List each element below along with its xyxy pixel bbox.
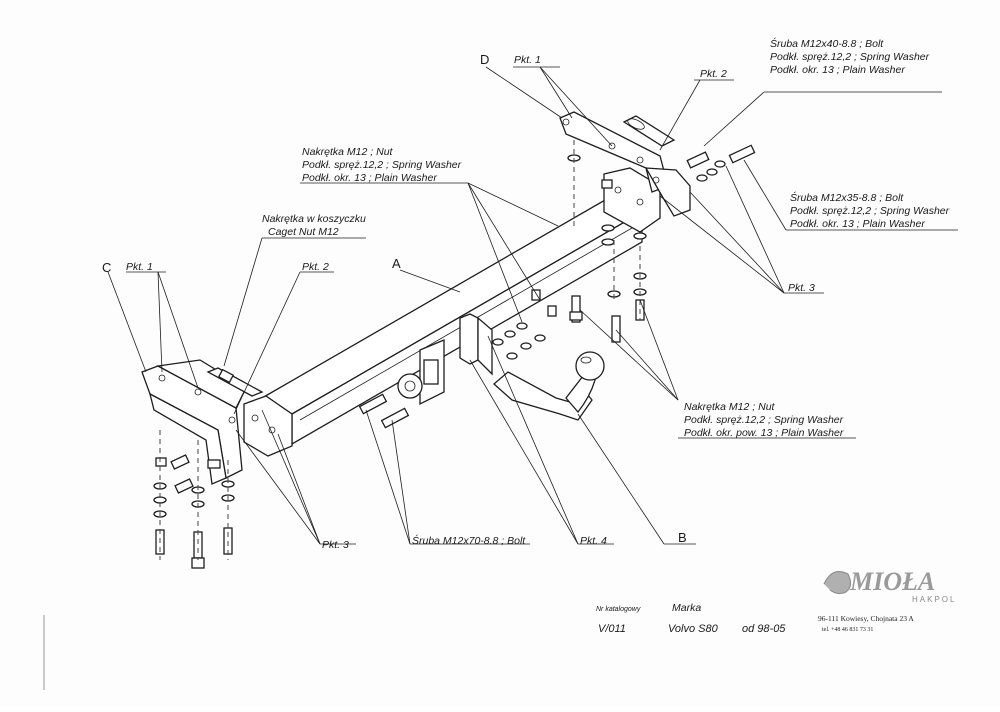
label-d: D <box>480 52 489 67</box>
company-logo: MIOŁA HAKPOL 96-111 Kowiesy, Chojnata 23… <box>818 567 956 633</box>
tow-ball-neck <box>493 351 605 421</box>
callout-line: Podkł. spręż.12,2 ; Spring Washer <box>790 205 950 217</box>
right-end-plate <box>603 167 661 233</box>
callout-line: Podkł. okr. pow. 13 ; Plain Washer <box>684 427 844 439</box>
label-pkt1-left: Pkt. 1 <box>126 261 153 273</box>
brand-value: Volvo S80 <box>668 623 719 635</box>
label-c: C <box>102 260 111 275</box>
callout-line: Podkł. okr. 13 ; Plain Washer <box>302 172 437 184</box>
footer-info: Nr katalogowy V/011 Marka Volvo S80 od 9… <box>596 602 786 635</box>
callout-line: Nakrętka w koszyczku <box>262 213 366 225</box>
company-phone: tel. +48 46 831 73 31 <box>822 627 873 633</box>
label-a: A <box>392 256 401 271</box>
callout-line: Caget Nut M12 <box>268 226 339 238</box>
logo-sub: HAKPOL <box>912 595 956 604</box>
callout-line: Podkł. spręż.12,2 ; Spring Washer <box>302 159 462 171</box>
callout-caged-nut: Nakrętka w koszyczku Caget Nut M12 <box>262 213 366 238</box>
callout-top-right-bolt: Śruba M12x40-8.8 ; Bolt Podkł. spręż.12,… <box>770 37 930 76</box>
caged-nut <box>206 367 264 397</box>
brand-label: Marka <box>672 602 701 614</box>
label-pkt1-top: Pkt. 1 <box>514 54 541 66</box>
catalog-value: V/011 <box>598 623 626 635</box>
callout-line: Śruba M12x35-8.8 ; Bolt <box>790 191 904 204</box>
hook-logo-icon <box>823 571 852 595</box>
callout-line: Śruba M12x40-8.8 ; Bolt <box>770 37 884 50</box>
right-side-arm <box>559 111 691 217</box>
label-pkt3-left: Pkt. 3 <box>322 539 349 551</box>
ball-mount-bracket <box>397 313 493 406</box>
callout-line: Podkł. okr. 13 ; Plain Washer <box>790 218 925 230</box>
date-value: od 98-05 <box>742 623 786 635</box>
label-b: B <box>678 530 687 545</box>
catalog-label: Nr katalogowy <box>596 606 641 613</box>
leader-lines <box>107 66 958 545</box>
label-pkt2-top: Pkt. 2 <box>700 68 727 80</box>
callout-line: Nakrętka M12 ; Nut <box>302 146 394 158</box>
label-pkt3-right: Pkt. 3 <box>788 282 815 294</box>
callout-line: Podkł. spręż.12,2 ; Spring Washer <box>770 51 930 63</box>
label-bolt-m12x70: Śruba M12x70-8.8 ; Bolt <box>412 534 526 547</box>
callout-right-bolt: Śruba M12x35-8.8 ; Bolt Podkł. spręż.12,… <box>790 191 950 230</box>
callout-center-nut: Nakrętka M12 ; Nut Podkł. spręż.12,2 ; S… <box>302 146 462 184</box>
company-address: 96-111 Kowiesy, Chojnata 23 A <box>818 614 914 623</box>
callout-line: Podkł. okr. 13 ; Plain Washer <box>770 64 905 76</box>
label-pkt2-left: Pkt. 2 <box>302 261 329 273</box>
label-pkt4: Pkt. 4 <box>580 535 607 547</box>
center-fasteners <box>358 289 557 429</box>
assembly-axes <box>159 140 641 560</box>
callout-lower-nut: Nakrętka M12 ; Nut Podkł. spręż.12,2 ; S… <box>684 401 844 439</box>
callout-line: Podkł. spręż.12,2 ; Spring Washer <box>684 414 844 426</box>
callout-line: Nakrętka M12 ; Nut <box>684 401 776 413</box>
left-end-plate <box>243 395 293 457</box>
logo-text: MIOŁA <box>849 567 935 596</box>
